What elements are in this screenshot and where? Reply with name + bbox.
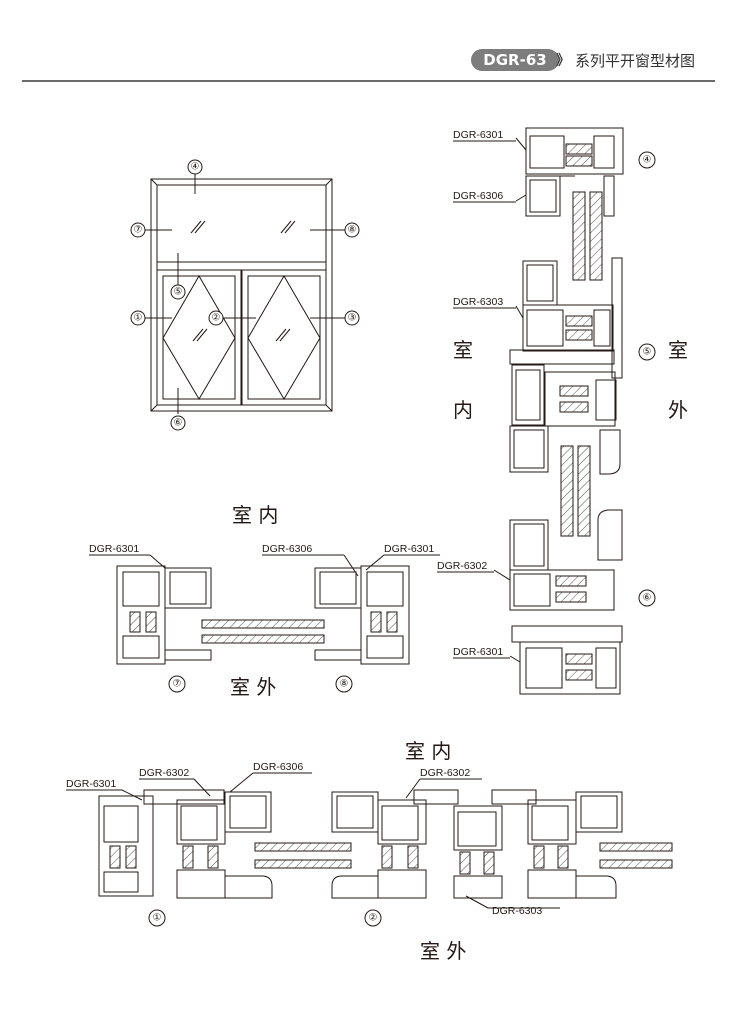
page-header: DGR-63 》 系列平开窗型材图 <box>0 0 737 84</box>
inside-char-2: 内 <box>453 398 473 422</box>
section-marker-7: ⑦ <box>173 679 182 690</box>
mid-inside-caption: 室 内 <box>232 503 278 527</box>
label-dgr-6302-right: DGR-6302 <box>437 560 487 572</box>
marker-3: ③ <box>348 313 357 324</box>
bottom-section-labels: 室 内 室 外 DGR-6301 DGR-6302 DGR-6306 DGR-6… <box>66 739 560 963</box>
label-dgr-6301-top: DGR-6301 <box>453 129 503 141</box>
vertical-section-labels: DGR-6301 DGR-6306 DGR-6303 DGR-6302 DGR-… <box>437 129 688 659</box>
outside-char-1: 室 <box>668 338 688 362</box>
section-marker-6: ⑥ <box>643 593 652 604</box>
chevron-icon: 》 <box>556 53 570 69</box>
section-marker-4: ④ <box>643 155 652 166</box>
label-dgr-6303-right: DGR-6303 <box>453 296 503 308</box>
bottom-section <box>98 772 673 909</box>
bottom-inside-caption: 室 内 <box>405 739 451 763</box>
marker-1: ① <box>134 313 143 324</box>
marker-4: ④ <box>191 162 200 173</box>
page-title: 系列平开窗型材图 <box>575 52 696 70</box>
label-dgr-6306-bottom: DGR-6306 <box>253 761 303 773</box>
label-dgr-6301-bottom: DGR-6301 <box>453 646 503 658</box>
elevation-markers: ④ ⑦ ⑧ ⑤ ① ② ③ ⑥ <box>130 159 360 431</box>
section-marker-2: ② <box>369 913 378 924</box>
marker-2: ② <box>212 313 221 324</box>
section-marker-5: ⑤ <box>643 347 652 358</box>
vertical-section <box>493 127 624 695</box>
inside-char-1: 室 <box>453 338 473 362</box>
marker-5: ⑤ <box>174 287 183 298</box>
outside-char-2: 外 <box>668 398 688 422</box>
window-elevation <box>145 174 345 414</box>
label-dgr-6306-right: DGR-6306 <box>453 190 503 202</box>
label-dgr-6303-bottom: DGR-6303 <box>492 905 542 917</box>
label-dgr-6301-mid-right: DGR-6301 <box>384 543 434 555</box>
section-marker-1: ① <box>153 913 162 924</box>
label-dgr-6302-bottom-left: DGR-6302 <box>139 767 189 779</box>
series-badge: DGR-63 <box>471 49 559 71</box>
header-rule <box>22 80 715 82</box>
bottom-outside-caption: 室 外 <box>420 939 466 963</box>
mid-section-labels: 室 内 室 外 DGR-6301 DGR-6306 DGR-6301 ⑦ ⑧ <box>89 503 440 699</box>
mid-outside-caption: 室 外 <box>230 675 276 699</box>
label-dgr-6301-bottom-left: DGR-6301 <box>66 778 116 790</box>
label-dgr-6306-mid: DGR-6306 <box>262 543 312 555</box>
mid-section <box>116 554 410 665</box>
marker-6: ⑥ <box>174 418 183 429</box>
label-dgr-6301-mid-left: DGR-6301 <box>89 543 139 555</box>
marker-7: ⑦ <box>134 225 143 236</box>
marker-8: ⑧ <box>348 225 357 236</box>
section-marker-8: ⑧ <box>340 679 349 690</box>
label-dgr-6302-bottom-right: DGR-6302 <box>420 767 470 779</box>
